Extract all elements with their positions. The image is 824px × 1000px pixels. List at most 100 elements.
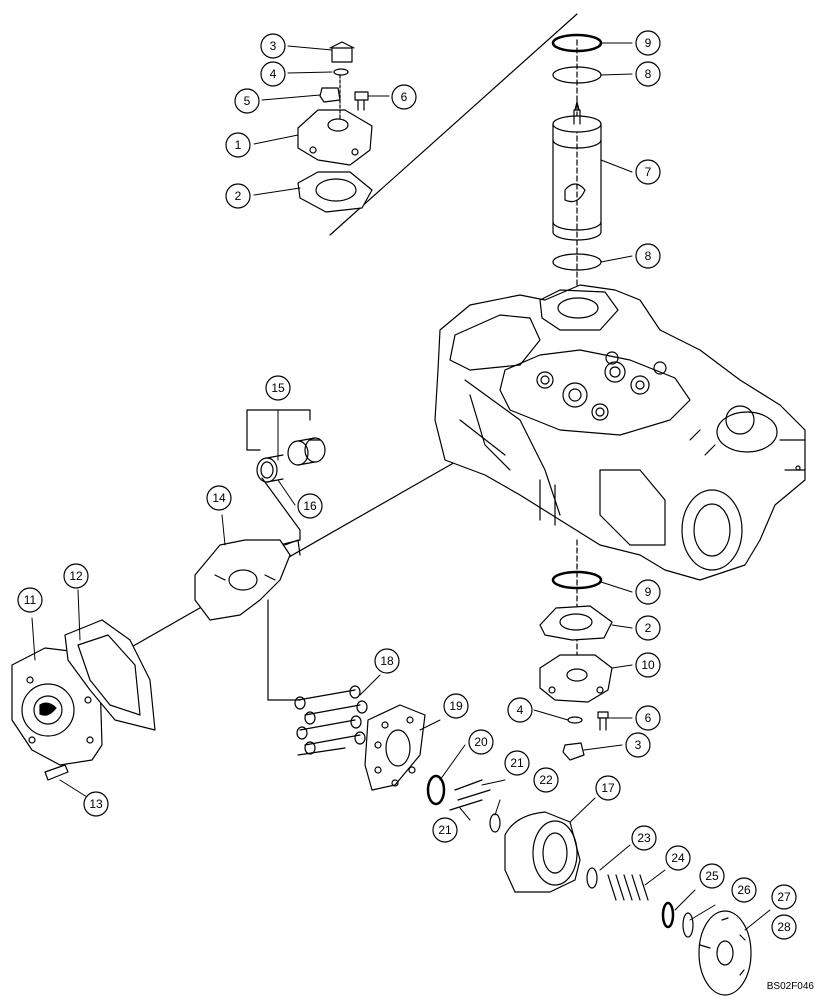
part-valve-plate (698, 910, 752, 996)
callout-circle (595, 775, 621, 801)
leader-lines (31, 42, 771, 931)
part-cylinder-block (504, 811, 581, 893)
part-oring-lower (551, 570, 603, 590)
callout-circle (665, 845, 691, 871)
callout-16: 16 (297, 493, 323, 519)
part-collar-22 (489, 813, 501, 833)
callout-22: 22 (533, 767, 559, 793)
callout-8: 8 (635, 243, 661, 269)
callout-label: 9 (645, 36, 652, 50)
callout-circle (625, 732, 651, 758)
callout-circle (731, 877, 757, 903)
callout-label: 6 (645, 711, 652, 725)
callout-10: 10 (635, 652, 661, 678)
callout-11: 11 (17, 587, 43, 613)
callout-circle (83, 791, 109, 817)
callout-label: 15 (271, 381, 285, 395)
callout-6: 6 (391, 84, 417, 110)
callout-label: 4 (270, 67, 277, 81)
callout-18: 18 (374, 648, 400, 674)
callout-circle (631, 825, 657, 851)
callout-label: 5 (244, 94, 251, 108)
callout-2: 2 (225, 183, 251, 209)
callout-3: 3 (625, 732, 651, 758)
callout-14: 14 (206, 485, 232, 511)
callout-label: 10 (641, 658, 655, 672)
callout-circle (533, 767, 559, 793)
callout-circle (225, 183, 251, 209)
assembly-line-upper (329, 13, 578, 236)
callout-label: 21 (510, 756, 524, 770)
callout-label: 9 (645, 585, 652, 599)
callout-circle (225, 132, 251, 158)
callout-label: 28 (777, 920, 791, 934)
part-bushing-15 (246, 409, 326, 546)
part-ring-25 (661, 901, 675, 929)
callout-19: 19 (443, 693, 469, 719)
part-screw-upper (354, 91, 369, 111)
callout-5: 5 (234, 88, 260, 114)
callout-circle (507, 697, 533, 723)
callout-6: 6 (635, 705, 661, 731)
callout-label: 21 (438, 823, 452, 837)
part-spool-cylinder (552, 101, 602, 241)
callout-label: 1 (235, 138, 242, 152)
callout-circle (206, 485, 232, 511)
callout-20: 20 (468, 729, 494, 755)
part-spring-24 (607, 874, 649, 901)
callout-circle (635, 159, 661, 185)
callout-circle (468, 729, 494, 755)
callout-label: 8 (645, 249, 652, 263)
callout-label: 3 (635, 738, 642, 752)
callout-circle (771, 884, 797, 910)
callout-7: 7 (635, 159, 661, 185)
callout-label: 13 (89, 797, 103, 811)
part-gasket-12 (64, 619, 156, 731)
callout-21: 21 (432, 817, 458, 843)
part-nut-lower (562, 742, 585, 761)
part-cover-1 (297, 74, 373, 166)
callout-label: 14 (212, 491, 226, 505)
callout-9: 9 (635, 30, 661, 56)
callout-circle (63, 563, 89, 589)
callout-label: 2 (235, 189, 242, 203)
callout-15: 15 (265, 375, 291, 401)
callout-label: 26 (737, 883, 751, 897)
callout-23: 23 (631, 825, 657, 851)
callout-label: 19 (449, 699, 463, 713)
callout-circle (635, 61, 661, 87)
part-main-housing (434, 284, 806, 581)
callout-17: 17 (595, 775, 621, 801)
callout-21: 21 (504, 750, 530, 776)
part-pins-21 (449, 779, 491, 811)
callout-4: 4 (260, 61, 286, 87)
assembly-line-left-drop (267, 599, 301, 701)
callout-24: 24 (665, 845, 691, 871)
part-washer-lower (567, 716, 583, 724)
callout-label: 12 (69, 569, 83, 583)
callout-circle (635, 705, 661, 731)
callout-label: 25 (705, 869, 719, 883)
callout-25: 25 (699, 863, 725, 889)
callout-8: 8 (635, 61, 661, 87)
part-gasket-lower (539, 605, 613, 641)
callout-label: 8 (645, 67, 652, 81)
callout-9: 9 (635, 579, 661, 605)
callout-2: 2 (635, 615, 661, 641)
callout-label: 27 (777, 890, 791, 904)
callout-circle (260, 33, 286, 59)
callout-circle (699, 863, 725, 889)
callout-label: 16 (303, 499, 317, 513)
callout-label: 2 (645, 621, 652, 635)
part-bolt-13 (44, 764, 69, 781)
part-retainer-plate (364, 704, 426, 791)
callout-circle (260, 61, 286, 87)
callout-label: 24 (671, 851, 685, 865)
callout-label: 4 (517, 703, 524, 717)
callout-label: 6 (401, 90, 408, 104)
callout-1: 1 (225, 132, 251, 158)
callout-circle (234, 88, 260, 114)
callout-4: 4 (507, 697, 533, 723)
